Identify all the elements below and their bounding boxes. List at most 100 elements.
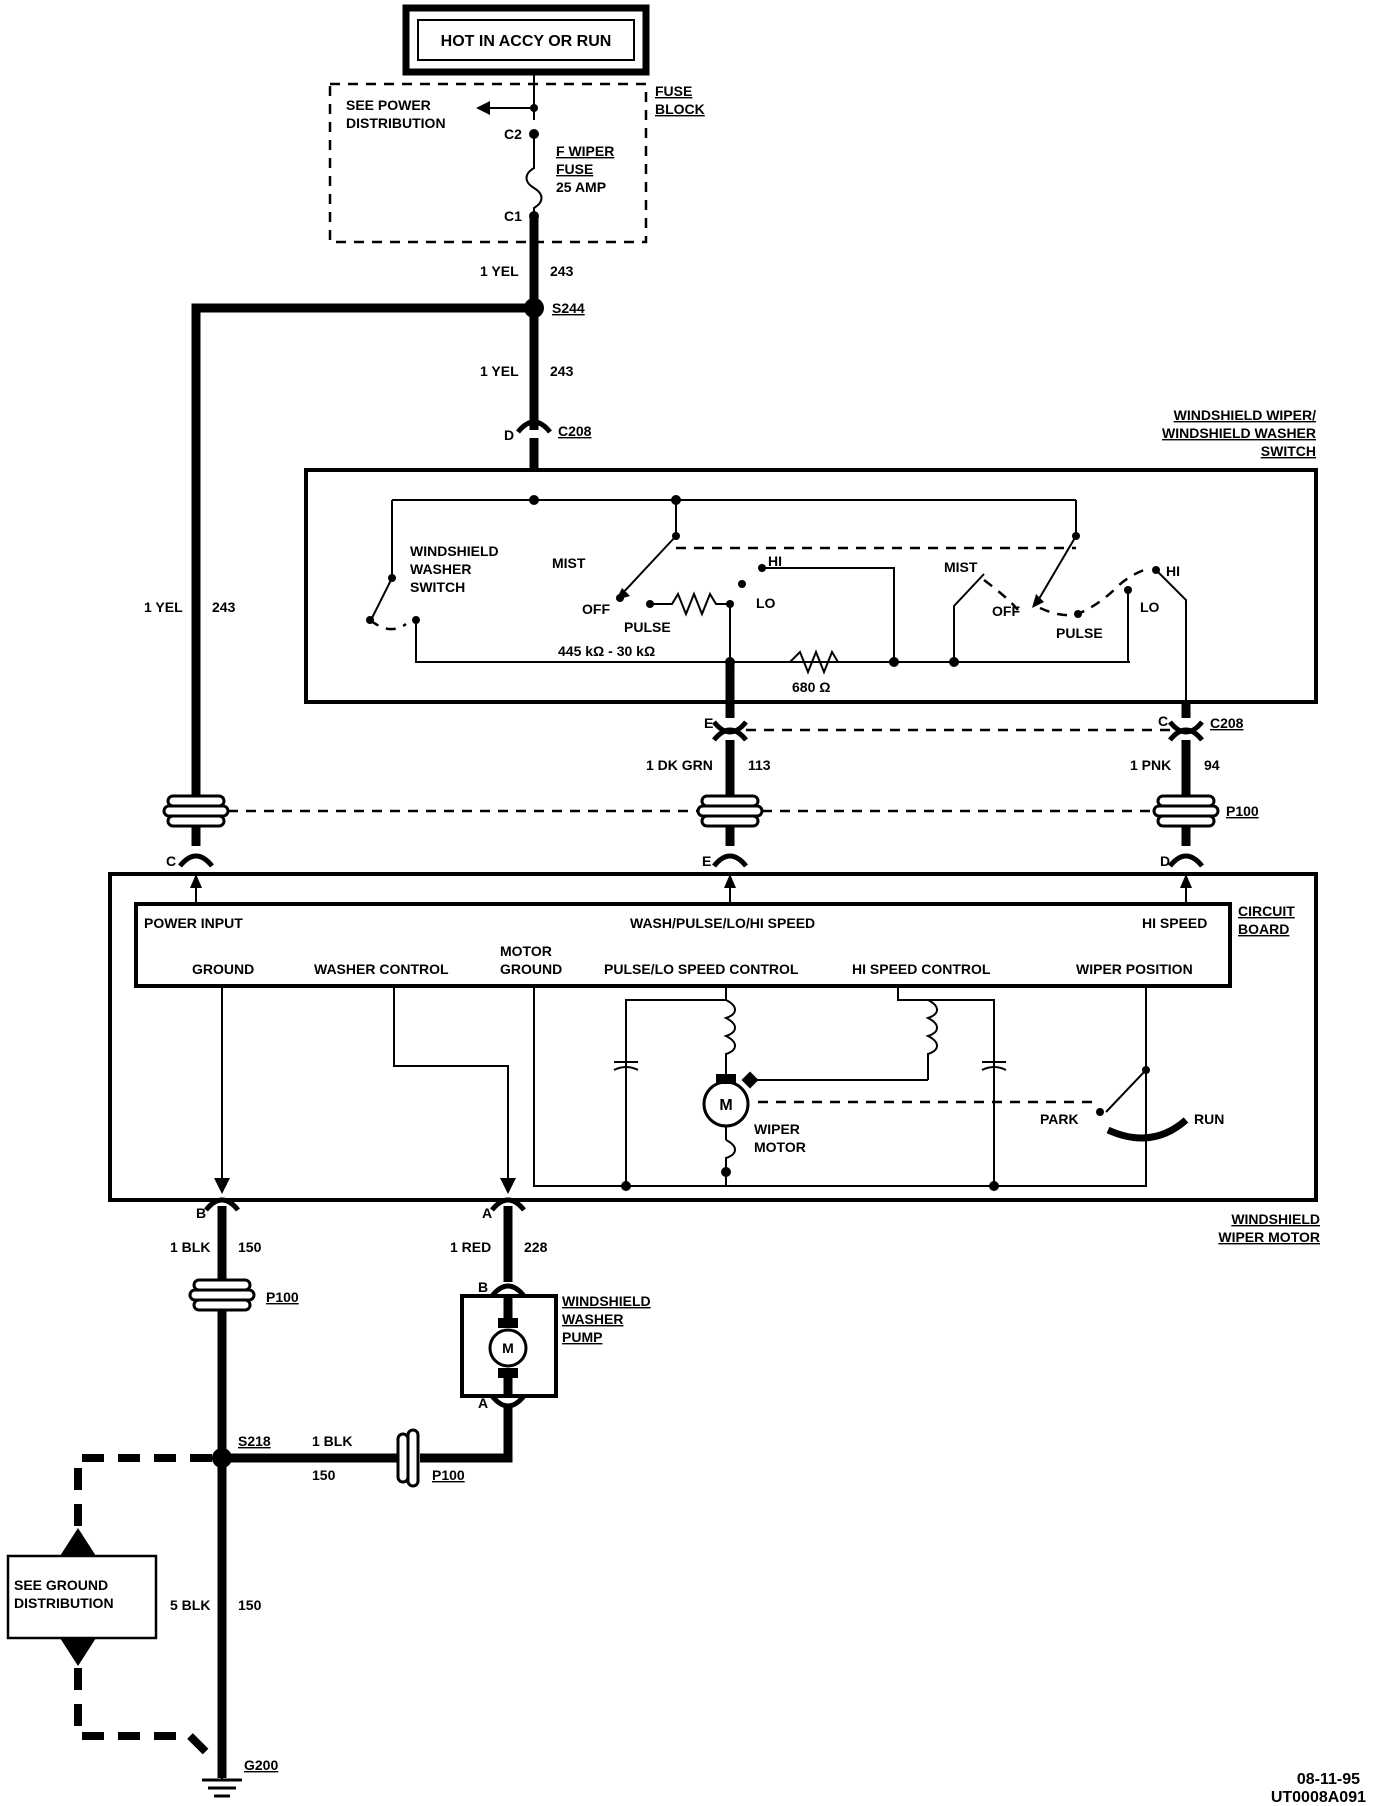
pump-label: WINDSHIELD xyxy=(562,1293,651,1309)
wash-speed-label: WASH/PULSE/LO/HI SPEED xyxy=(630,915,815,931)
wire-2-color: 1 YEL xyxy=(480,363,519,379)
switch-title-3: SWITCH xyxy=(1261,443,1316,459)
p100-grommet-left xyxy=(162,794,230,828)
p100-grommet-lower xyxy=(188,1278,256,1312)
washer-switch-label: WINDSHIELD xyxy=(410,543,499,559)
wiper-switch-box xyxy=(304,468,1318,704)
pump-pin-b: B xyxy=(478,1279,488,1295)
conn-c1: C1 xyxy=(504,208,522,224)
footer-code: UT0008A091 xyxy=(1271,1789,1366,1806)
p100-lower-label: P100 xyxy=(266,1289,299,1305)
washer-switch-label-2: WASHER xyxy=(410,561,471,577)
hi-control-label: HI SPEED CONTROL xyxy=(852,961,991,977)
dkgrn-num: 113 xyxy=(748,757,771,773)
switch-title: WINDSHIELD WIPER/ xyxy=(1174,407,1316,423)
hi-speed-label: HI SPEED xyxy=(1142,915,1207,931)
pulse-lo-label: PULSE/LO SPEED CONTROL xyxy=(604,961,799,977)
p100-top-label: P100 xyxy=(1226,803,1259,819)
blk-num: 150 xyxy=(238,1239,262,1255)
p100-grommet-mid xyxy=(696,794,764,828)
resistor-2-label: 680 Ω xyxy=(792,679,830,695)
wire-1-color: 1 YEL xyxy=(480,263,519,279)
pin-c-bot: C xyxy=(166,853,176,869)
switch2-mist: MIST xyxy=(944,559,978,575)
h-blk-color: 1 BLK xyxy=(312,1433,352,1449)
arrow-left-icon xyxy=(476,101,490,115)
pump-label-2: WASHER xyxy=(562,1311,623,1327)
ground-label: GROUND xyxy=(192,961,254,977)
red-num: 228 xyxy=(524,1239,548,1255)
coil-left-icon xyxy=(723,999,736,1070)
switch1-mist: MIST xyxy=(552,555,586,571)
washer-switch-blade xyxy=(371,577,393,619)
see-power-dist: SEE POWER xyxy=(346,97,431,113)
pump-pin-a: A xyxy=(478,1395,488,1411)
washer-control-label: WASHER CONTROL xyxy=(314,961,449,977)
switch1-pulse: PULSE xyxy=(624,619,671,635)
ground-dist-label-2: DISTRIBUTION xyxy=(14,1595,114,1611)
c208-label: C208 xyxy=(558,423,592,439)
washer-switch-label-3: SWITCH xyxy=(410,579,465,595)
park-label: PARK xyxy=(1040,1111,1079,1127)
arrow-up-icon xyxy=(60,1528,96,1556)
p100-side-label: P100 xyxy=(432,1467,465,1483)
splice-s244-label: S244 xyxy=(552,300,585,316)
conn-c2: C2 xyxy=(504,126,522,142)
footer-date: 08-11-95 xyxy=(1297,1771,1360,1788)
splice-s218-label: S218 xyxy=(238,1433,271,1449)
fuse-block-title: FUSE xyxy=(655,83,692,99)
wiper-motor-box xyxy=(108,872,1318,1202)
pnk-num: 94 xyxy=(1204,757,1220,773)
park-cam-icon xyxy=(1106,1117,1189,1142)
h-blk-num: 150 xyxy=(312,1467,336,1483)
switch2-lo: LO xyxy=(1140,599,1160,615)
fuse-block-title-2: BLOCK xyxy=(655,101,705,117)
washer-pump-motor xyxy=(488,1328,528,1368)
p100-grommet-right xyxy=(1152,794,1220,828)
motor-ground-label: MOTOR xyxy=(500,943,552,959)
splice-s218 xyxy=(212,1448,232,1468)
power-input-label: POWER INPUT xyxy=(144,915,243,931)
fuse-label: F WIPER xyxy=(556,143,614,159)
wiper-motor-label-2: MOTOR xyxy=(754,1139,806,1155)
blk-color: 1 BLK xyxy=(170,1239,210,1255)
wire-2-num: 243 xyxy=(550,363,574,379)
arrow-down-icon xyxy=(60,1638,96,1666)
wiper-switch-1-blade xyxy=(619,535,677,597)
wiper-motor-m: M xyxy=(719,1097,732,1114)
switch2-pulse: PULSE xyxy=(1056,625,1103,641)
switch2-hi: HI xyxy=(1166,563,1180,579)
pump-m: M xyxy=(502,1340,514,1356)
pnk-color: 1 PNK xyxy=(1130,757,1171,773)
pin-a-motor: A xyxy=(482,1205,492,1221)
wiper-motor-title-2: WIPER MOTOR xyxy=(1218,1229,1320,1245)
circuit-board-label-2: BOARD xyxy=(1238,921,1289,937)
c208-lower-label: C208 xyxy=(1210,715,1244,731)
pin-b-motor: B xyxy=(196,1205,206,1221)
p100-side-connector xyxy=(396,1428,420,1488)
ground-icon xyxy=(202,1776,242,1798)
g200-label: G200 xyxy=(244,1757,278,1773)
switch1-hi: HI xyxy=(768,553,782,569)
switch-title-2: WINDSHIELD WASHER xyxy=(1162,425,1316,441)
circuit-board xyxy=(134,902,1232,988)
pin-d-label: D xyxy=(504,427,514,443)
pin-c-top: C xyxy=(1158,713,1168,729)
coil-right-icon xyxy=(925,999,938,1080)
power-header-box xyxy=(402,4,650,76)
fuse-label-3: 25 AMP xyxy=(556,179,606,195)
park-switch-blade xyxy=(1105,1069,1147,1113)
switch2-off: OFF xyxy=(992,603,1020,619)
connector-c208-d xyxy=(516,419,552,434)
pin-e-top: E xyxy=(704,715,713,731)
wire-1-num: 243 xyxy=(550,263,574,279)
fuse-label-2: FUSE xyxy=(556,161,593,177)
pin-e-bot: E xyxy=(702,853,711,869)
see-power-dist-2: DISTRIBUTION xyxy=(346,115,446,131)
switch1-lo: LO xyxy=(756,595,776,611)
circuit-board-label: CIRCUIT xyxy=(1238,903,1295,919)
resistor-1-label: 445 kΩ - 30 kΩ xyxy=(558,643,655,659)
wiper-switch-2-blade xyxy=(1035,535,1077,605)
pump-label-3: PUMP xyxy=(562,1329,602,1345)
